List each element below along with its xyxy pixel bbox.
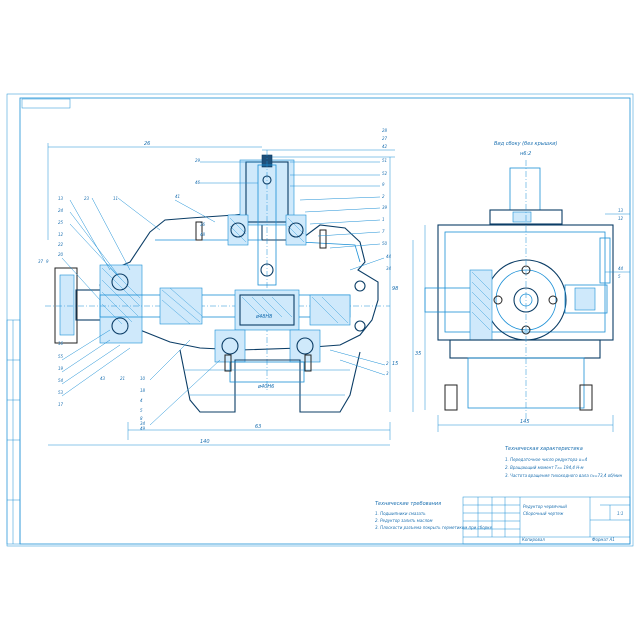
callout: 54: [58, 378, 64, 383]
title-format: Формат А1: [592, 537, 615, 542]
callout: 17: [58, 402, 64, 407]
title-scale: 1:1: [617, 511, 623, 516]
callout: 2: [386, 361, 389, 366]
dim-fit-2: ø48H8: [255, 314, 272, 320]
callout: 22: [58, 242, 64, 247]
callout: 19: [58, 366, 64, 371]
requirements-title: Технические требования: [375, 501, 441, 507]
spec-item: 2. Вращающий момент T₂= 194,4 Н·м: [505, 465, 584, 470]
callout: 55: [58, 354, 64, 359]
dim-63: 63: [255, 424, 261, 430]
callout: 28: [382, 128, 388, 133]
callout: 13: [618, 208, 624, 213]
callouts-mid: 41 36 48 4 5 8 2 3 49 43: [100, 194, 389, 431]
callout: 49: [140, 426, 146, 431]
requirement-item: 3. Плоскости разъема покрыть герметиком …: [375, 525, 493, 530]
top-left-stamp: [21, 98, 71, 109]
callout: 25: [58, 220, 64, 225]
callout: 44: [618, 266, 624, 271]
main-section-view: 26: [45, 141, 421, 446]
side-view: Вид сбоку (без крышки) н6:2: [424, 141, 630, 432]
dim-15: 15: [392, 361, 398, 367]
specs-title: Техническая характеристика: [505, 446, 583, 452]
callout: 10: [140, 376, 146, 381]
callouts-left: 13 24 25 23 11 12 22 20 9 37 16 55 19 54…: [38, 196, 146, 426]
callout: 1: [382, 217, 385, 222]
callout: 48: [200, 232, 206, 237]
callout: 34: [386, 266, 392, 271]
dim-98: 98: [392, 286, 398, 292]
callout: 52: [382, 171, 388, 176]
callout: 12: [618, 216, 624, 221]
callout: 13: [58, 196, 64, 201]
callout: 7: [382, 229, 385, 234]
dim-145: 145: [520, 419, 530, 425]
callout: 44: [386, 254, 392, 259]
title-name: Редуктор червячный: [523, 504, 567, 509]
callout: 11: [113, 196, 118, 201]
callout: 39: [382, 205, 388, 210]
callout: 50: [382, 241, 388, 246]
callout: 5: [140, 408, 143, 413]
callout: 41: [175, 194, 180, 199]
callout: 29: [195, 158, 201, 163]
callout: 2: [382, 194, 385, 199]
requirement-item: 1. Подшипники смазать: [375, 511, 426, 516]
side-view-scale: н6:2: [520, 151, 531, 157]
callouts-top: 28 27 29 46 42 51 52 9 2 39 1 7 50 44 34: [195, 128, 392, 271]
side-view-title: Вид сбоку (без крышки): [494, 141, 558, 147]
callout: 36: [200, 222, 206, 227]
callout: 24: [58, 208, 64, 213]
dim-fit-1: ø40H6: [257, 384, 274, 390]
callout: 9: [382, 182, 385, 187]
callout: 3: [386, 371, 389, 376]
callout: 42: [382, 144, 388, 149]
callout: 9: [46, 259, 49, 264]
callout: 4: [140, 398, 143, 403]
dim-140: 140: [200, 439, 210, 445]
leader-lines-left: [61, 197, 221, 426]
technical-specs: Техническая характеристика 1. Передаточн…: [505, 446, 623, 478]
callout: 34: [140, 421, 146, 426]
callout: 27: [382, 136, 388, 141]
left-stamp-strip: [6, 319, 21, 545]
callout: 46: [195, 180, 201, 185]
technical-requirements: Технические требования 1. Подшипники сма…: [375, 501, 493, 530]
callout: 16: [58, 341, 64, 346]
callout: 53: [58, 390, 64, 395]
title-block: Редуктор червячный Сборочный чертеж 1:1 …: [462, 496, 631, 545]
title-kopir: Копировал: [522, 537, 545, 542]
callout: 5: [618, 274, 621, 279]
spec-item: 3. Частота вращения тихоходного вала n₂=…: [505, 473, 623, 478]
callout: 51: [382, 158, 387, 163]
spec-item: 1. Передаточное число редуктора u=4: [505, 457, 588, 462]
callout: 43: [100, 376, 106, 381]
dim-top-width: 26: [144, 141, 150, 147]
requirement-item: 2. Редуктор залить маслом: [375, 518, 432, 523]
callout: 37: [38, 259, 44, 264]
callout: 21: [120, 376, 125, 381]
title-subname: Сборочный чертеж: [523, 511, 564, 516]
callout: 18: [140, 388, 146, 393]
callout: 8: [140, 416, 143, 421]
leader-lines-right: [174, 161, 386, 376]
dim-35: 35: [415, 351, 421, 357]
callout: 20: [58, 252, 64, 257]
callout: 23: [84, 196, 90, 201]
callout: 12: [58, 232, 64, 237]
